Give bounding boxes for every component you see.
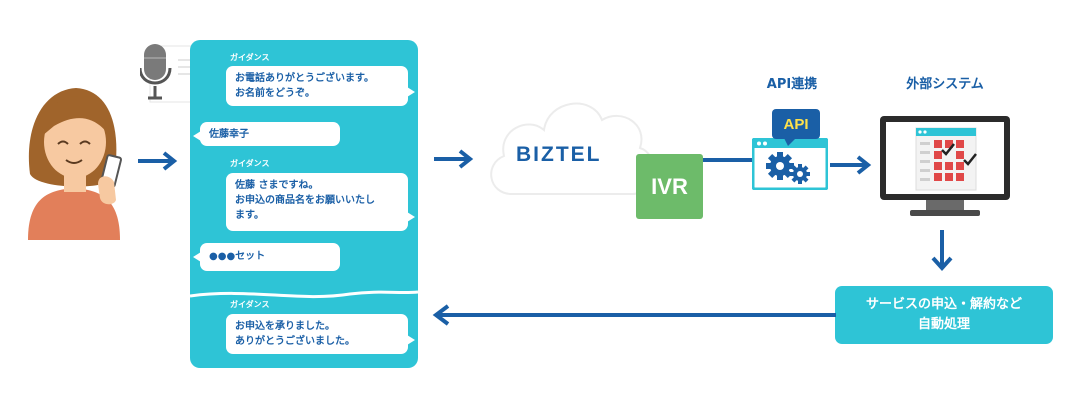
speaker-label: ガイダンス bbox=[230, 53, 270, 62]
speaker-label: ガイダンス bbox=[230, 300, 270, 309]
arrow-icon bbox=[830, 155, 872, 175]
arrow-icon bbox=[138, 151, 178, 171]
monitor-calendar-icon bbox=[880, 116, 1010, 216]
service-name: BIZTEL bbox=[516, 143, 602, 166]
api-badge-tail bbox=[784, 138, 796, 146]
chat-divider-wave bbox=[190, 290, 418, 299]
ivr-box: IVR bbox=[636, 154, 703, 219]
arrow-down-icon bbox=[931, 230, 953, 271]
arrow-icon bbox=[434, 149, 474, 169]
caller-bubble: ●●●セット bbox=[193, 243, 340, 271]
api-heading: API連携 bbox=[766, 77, 818, 92]
api-badge: API bbox=[772, 109, 820, 139]
chat-panel: ガイダンス お電話ありがとうございます。 お名前をどうぞ。 佐藤幸子 ガイダンス… bbox=[190, 40, 418, 368]
caller-bubble: 佐藤幸子 bbox=[193, 122, 340, 146]
return-arrow-icon bbox=[432, 304, 836, 326]
guidance-bubble: お申込を承りました。 ありがとうございました。 bbox=[226, 314, 415, 354]
guidance-bubble: 佐藤 さまですね。 お申込の商品名をお願いいたし ます。 bbox=[226, 173, 415, 231]
connector-line bbox=[703, 158, 753, 162]
process-box: サービスの申込・解約など 自動処理 bbox=[835, 286, 1053, 344]
speaker-label: ガイダンス bbox=[230, 159, 270, 168]
external-heading: 外部システム bbox=[906, 77, 984, 92]
person-on-phone-icon bbox=[28, 88, 122, 240]
guidance-bubble: お電話ありがとうございます。 お名前をどうぞ。 bbox=[226, 66, 415, 106]
